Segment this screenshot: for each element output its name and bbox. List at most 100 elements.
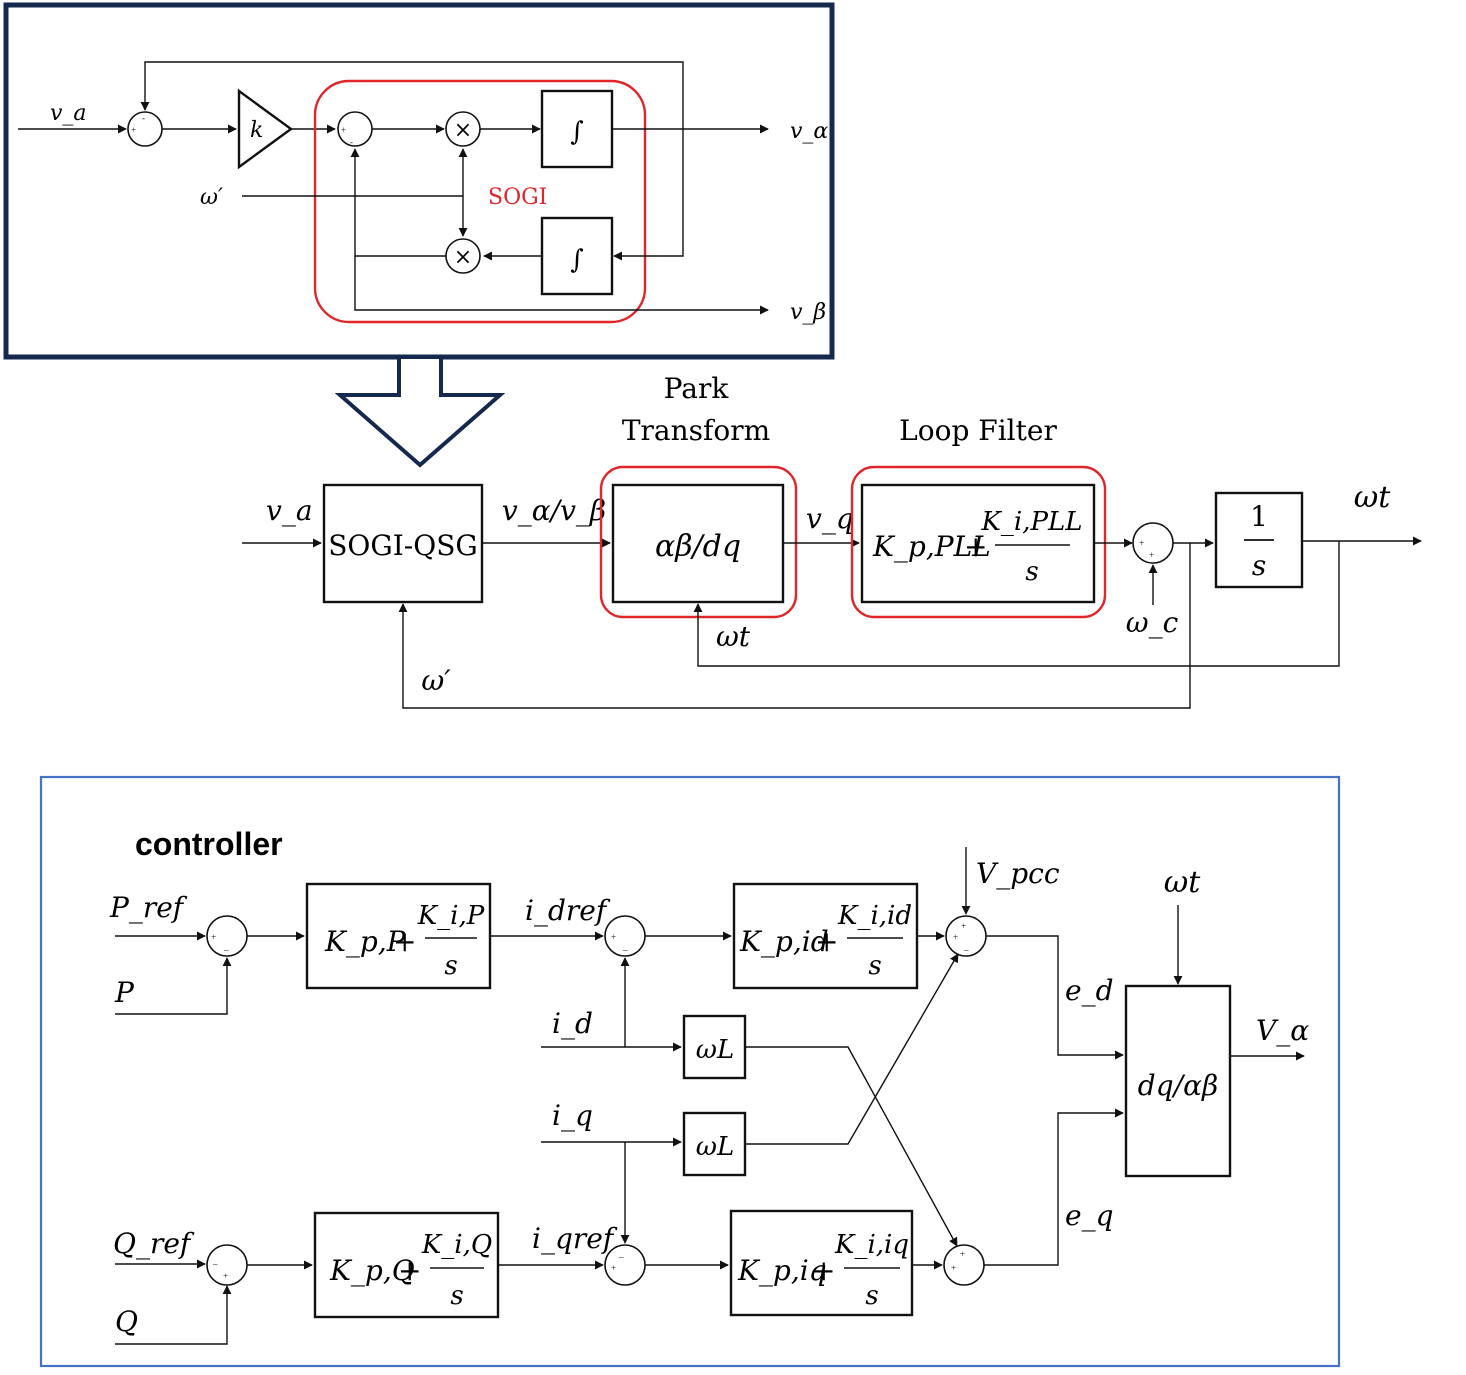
expand-arrow-icon (334, 355, 506, 468)
valpha-vbeta-label: v_α/v_β (502, 494, 606, 527)
svg-text:+: + (211, 932, 216, 942)
v-alpha-output-label: V_α (1256, 1014, 1309, 1047)
svg-text:+: + (953, 932, 958, 942)
svg-text:-: - (350, 137, 353, 147)
svg-text:+: + (341, 125, 346, 135)
park-block-label: αβ/dq (655, 529, 741, 564)
pi-iq-block (729, 1209, 914, 1317)
omega-l-block-q (682, 1111, 747, 1177)
pll-input-label: v_a (266, 494, 313, 527)
park-title-line-1: Park (664, 372, 730, 405)
pi-iq-plus: + (812, 1254, 835, 1287)
q-label: Q (115, 1305, 138, 1338)
e-d-label: e_d (1065, 974, 1114, 1007)
pi-q-s: s (450, 1281, 463, 1311)
omega-t-output-label: ωt (1354, 480, 1391, 515)
sogi-omega-prime-label: ω′ (200, 185, 223, 210)
svg-text:+: + (961, 921, 966, 931)
inv-park-label: dq/αβ (1138, 1069, 1218, 1102)
sogi-panel-border (3, 2, 835, 360)
sogi-qsg-block (322, 483, 484, 604)
svg-text:+: + (1149, 550, 1154, 560)
park-transform-block (611, 483, 785, 604)
svg-text:_: _ (622, 942, 628, 952)
omega-c-label: ω_c (1126, 606, 1179, 639)
pi-q-block (313, 1211, 500, 1319)
park-title-line-2: Transform (622, 414, 770, 447)
svg-text:+: + (131, 125, 136, 135)
integrator-2-symbol: ∫ (570, 245, 584, 275)
ki-id-label: K_i,id (837, 901, 912, 931)
svg-text:_: _ (212, 1256, 218, 1266)
sogi-input-label: v_a (50, 101, 87, 126)
gain-k-block (237, 88, 294, 170)
i-qref-label: i_qref (532, 1222, 618, 1255)
omega-l-block-d (682, 1014, 747, 1080)
integrator-2 (540, 216, 614, 296)
integrator-numerator: 1 (1250, 500, 1268, 533)
integrator-1 (540, 89, 614, 169)
sogi-out-alpha-label: v_α (790, 119, 828, 144)
multiplier-2-symbol: × (454, 245, 472, 270)
pi-q-plus: + (398, 1254, 421, 1287)
omega-l-d-label: ωL (696, 1035, 734, 1065)
svg-text:_: _ (223, 942, 229, 952)
e-q-label: e_q (1065, 1199, 1114, 1232)
pi-p-plus: + (393, 925, 416, 958)
loop-filter-s: s (1025, 557, 1038, 587)
sogi-label: SOGI (488, 185, 547, 210)
kp-pll-label: K_p,PLL (872, 530, 991, 563)
pi-p-block (305, 882, 492, 990)
svg-text:-: - (142, 113, 145, 123)
p-ref-label: P_ref (109, 891, 188, 924)
v-pcc-label: V_pcc (976, 857, 1060, 890)
kp-iq-label: K_p,iq (737, 1254, 827, 1287)
ki-q-label: K_i,Q (421, 1230, 492, 1260)
kp-p-label: K_p,P (324, 925, 407, 958)
sogi-detail-panel: v_a + - k + - × ∫ v_α ∫ (3, 2, 835, 360)
svg-text:+: + (611, 1263, 616, 1273)
loop-filter-block (860, 483, 1096, 604)
sogi-qsg-label: SOGI-QSG (328, 529, 478, 562)
loop-filter-highlight-box (850, 465, 1107, 619)
svg-text:_: _ (963, 942, 969, 952)
i-d-label: i_d (552, 1007, 593, 1040)
kp-q-label: K_p,Q (329, 1254, 415, 1287)
loop-filter-plus: + (964, 530, 987, 563)
multiplier-1-symbol: × (454, 118, 472, 143)
i-q-label: i_q (552, 1099, 593, 1132)
omega-t-feedback-label: ωt (716, 620, 751, 653)
controller-title: controller (135, 826, 283, 862)
integrator-denominator: s (1252, 549, 1266, 582)
controller-border (39, 775, 1341, 1368)
ki-p-label: K_i,P (417, 901, 485, 931)
omega-l-q-label: ωL (696, 1132, 734, 1162)
q-ref-label: Q_ref (113, 1227, 195, 1260)
controller-panel: controller P_ref P + _ K_p,P + K_i,P s i… (39, 775, 1341, 1368)
p-label: P (114, 976, 135, 1009)
pi-id-plus: + (815, 925, 838, 958)
gain-k-label: k (250, 118, 263, 143)
loop-filter-title: Loop Filter (899, 414, 1057, 447)
ki-pll-label: K_i,PLL (980, 507, 1082, 537)
pll-diagram: v_a SOGI-QSG v_α/v_β Park Transform αβ/d… (242, 372, 1422, 709)
omega-prime-feedback-label: ω′ (421, 664, 451, 697)
svg-text:+: + (960, 1249, 965, 1259)
kp-id-label: K_p,id (739, 925, 829, 958)
svg-text:+: + (951, 1263, 956, 1273)
svg-text:+: + (611, 932, 616, 942)
integrator-1-symbol: ∫ (570, 117, 584, 147)
ki-iq-label: K_i,iq (834, 1230, 909, 1260)
svg-text:+: + (223, 1271, 228, 1281)
inv-park-block (1124, 984, 1232, 1178)
svg-text:_: _ (618, 1249, 624, 1259)
pi-iq-s: s (865, 1281, 878, 1311)
controller-omega-t-label: ωt (1164, 865, 1201, 900)
i-dref-label: i_dref (525, 894, 611, 927)
vq-label: v_q (806, 502, 854, 535)
sogi-out-beta-label: v_β (790, 300, 826, 325)
svg-text:+: + (1139, 538, 1144, 548)
pi-p-s: s (444, 951, 457, 981)
sogi-highlight-box (313, 79, 647, 324)
